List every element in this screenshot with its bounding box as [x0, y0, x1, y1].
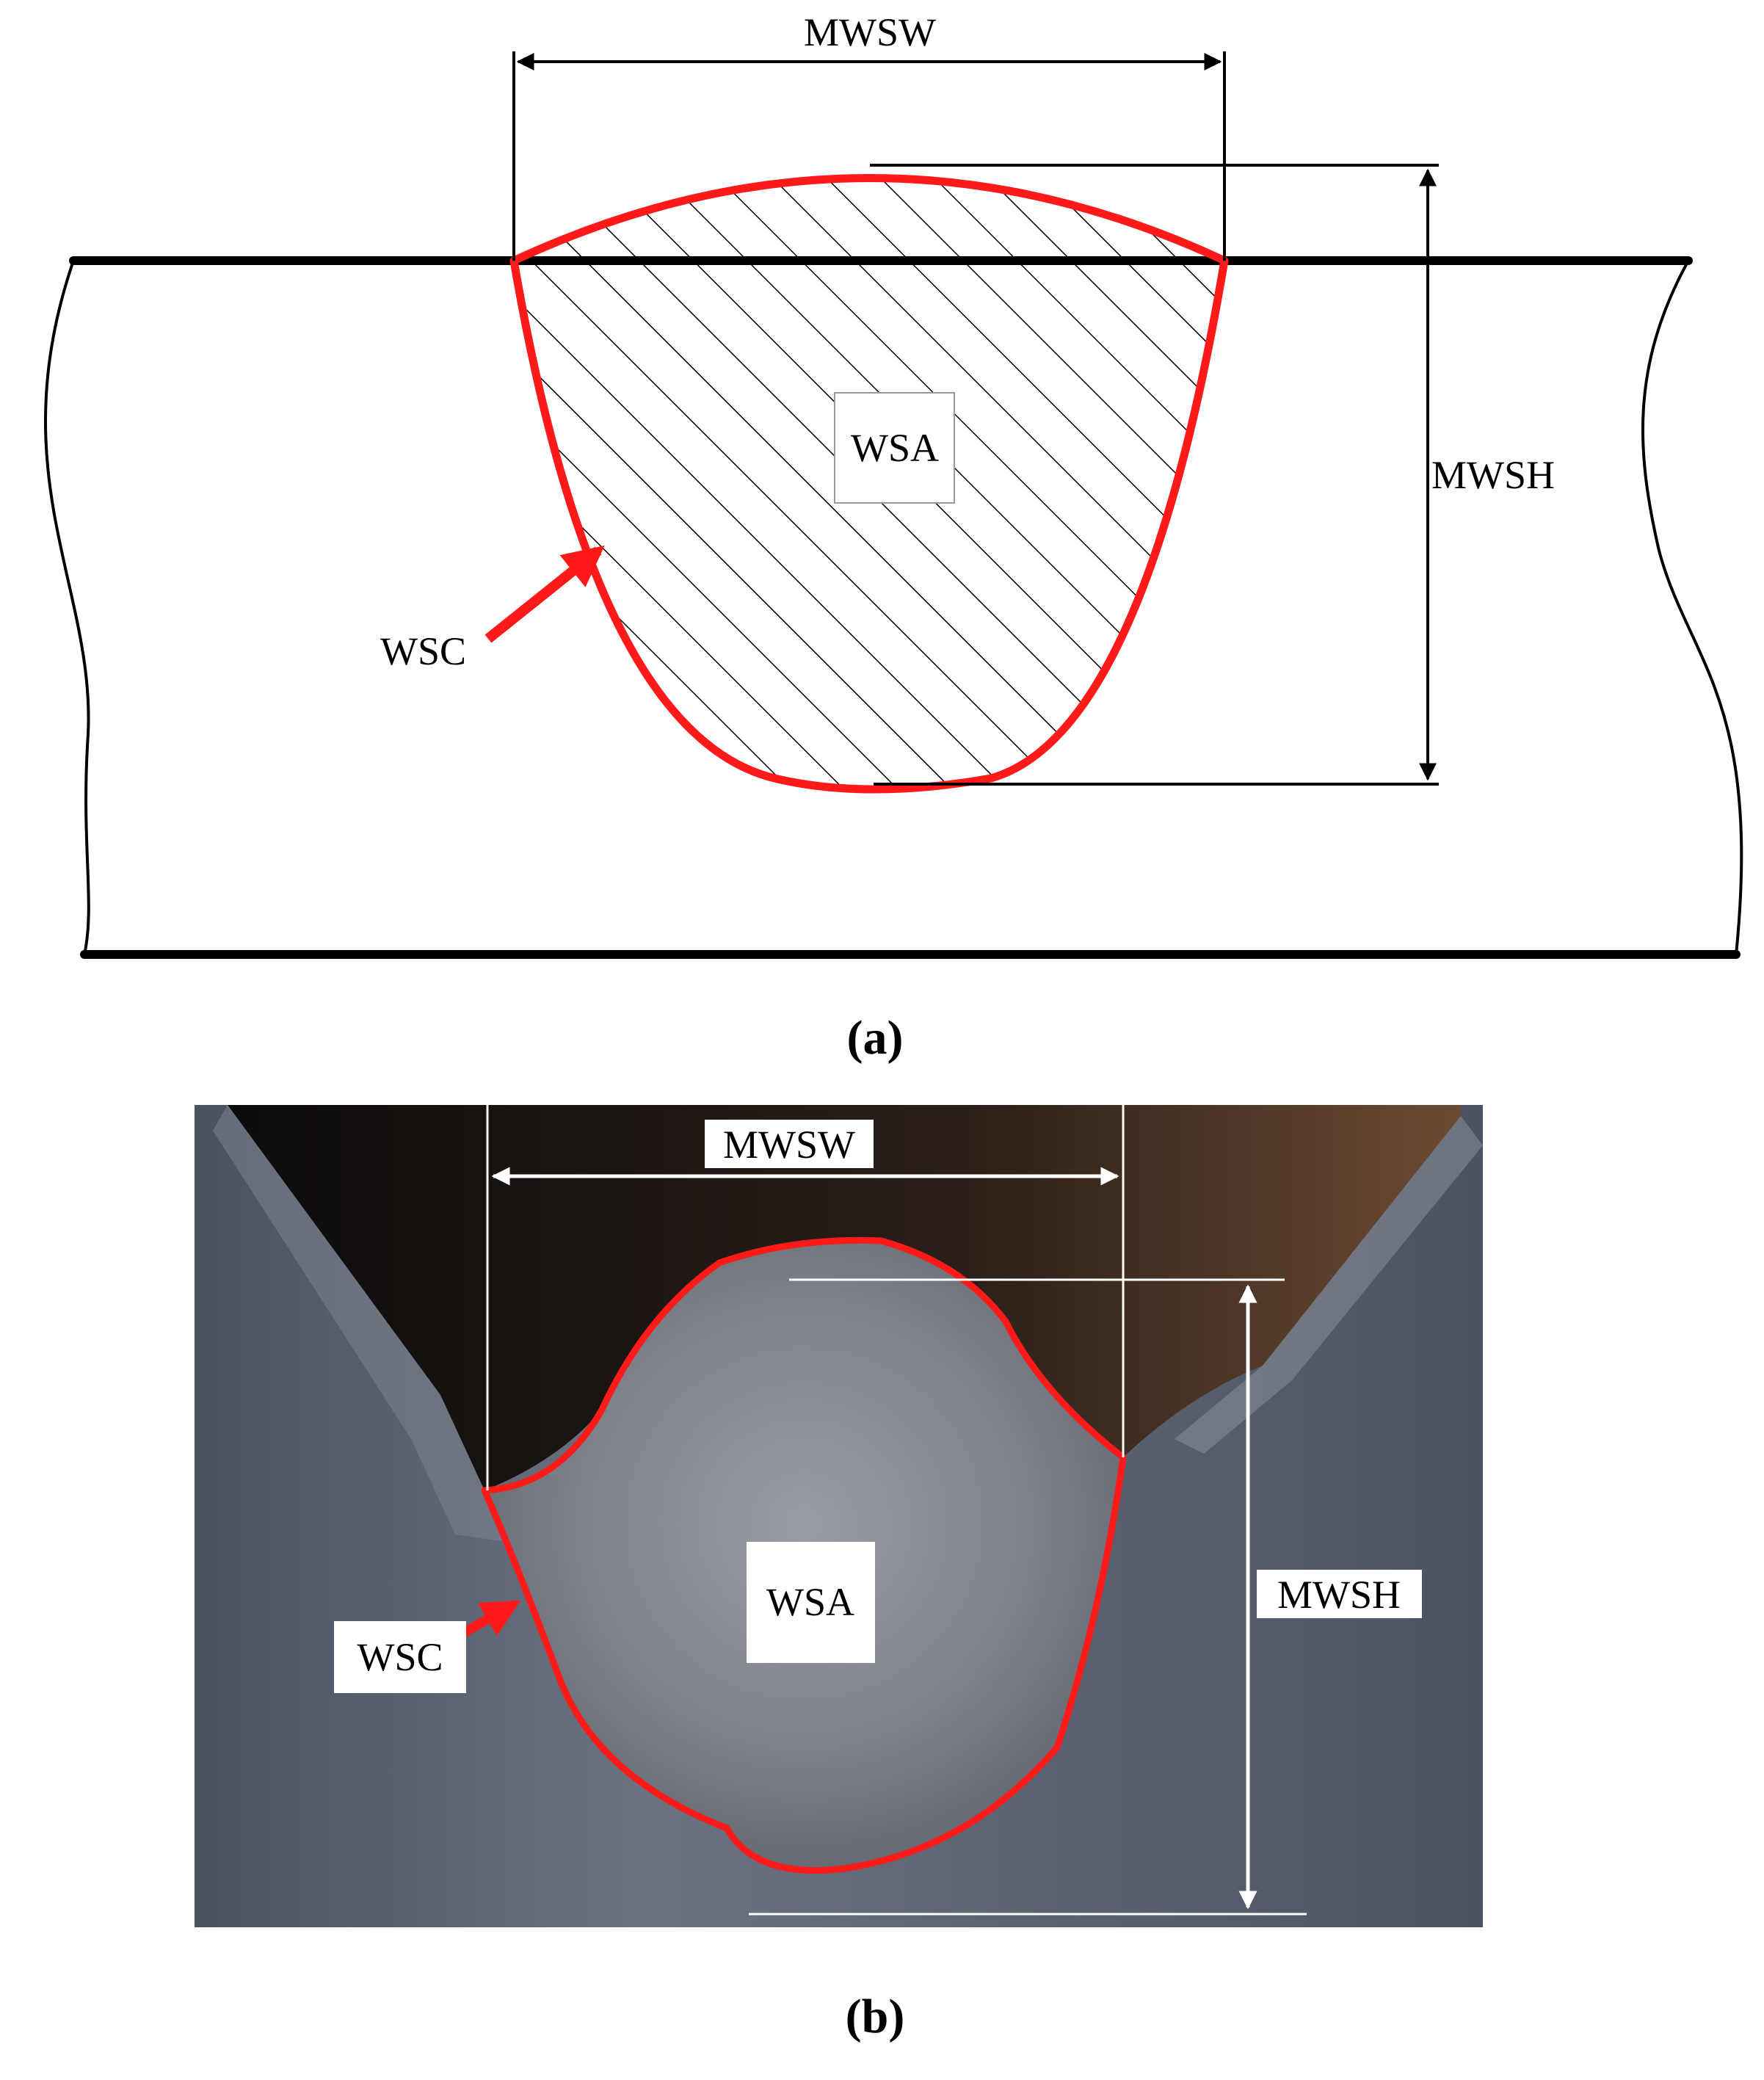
mwsh-label-a: MWSH: [1431, 453, 1555, 497]
mwsw-box-b: [705, 1120, 874, 1168]
wsc-box-b: [334, 1621, 466, 1693]
wsc-label-a: WSC: [380, 629, 466, 673]
caption-b: (b): [846, 1990, 905, 2043]
weld-contour-b: [481, 1236, 1127, 1874]
photo-bevel-right: [1175, 1116, 1483, 1454]
mwsw-label-a: MWSW: [804, 10, 936, 54]
mwsh-box-b: [1257, 1570, 1422, 1618]
wsa-box-b: [747, 1542, 875, 1663]
mwsh-label-b: MWSH: [1277, 1573, 1401, 1617]
panel-a: MWSW MWSH WSA WSC (a): [44, 10, 1743, 1065]
plate-right-break: [1641, 260, 1743, 955]
wsa-box-a: [834, 392, 955, 504]
wsc-pointer-b: [460, 1600, 521, 1638]
plate-left-break: [44, 260, 90, 955]
photo-bevel-left: [213, 1105, 507, 1542]
wsa-label-b: WSA: [766, 1580, 854, 1624]
wsc-pointer-a: [484, 546, 605, 643]
mwsw-label-b: MWSW: [723, 1123, 855, 1167]
weld-contour-a: [509, 174, 1229, 794]
caption-a: (a): [847, 1011, 904, 1065]
wsa-label-a: WSA: [851, 426, 939, 470]
photo-groove-dark: [228, 1105, 1461, 1490]
panel-b: MWSW MWSH WSA WSC (b): [195, 1105, 1483, 2043]
wsc-label-b: WSC: [357, 1635, 443, 1679]
